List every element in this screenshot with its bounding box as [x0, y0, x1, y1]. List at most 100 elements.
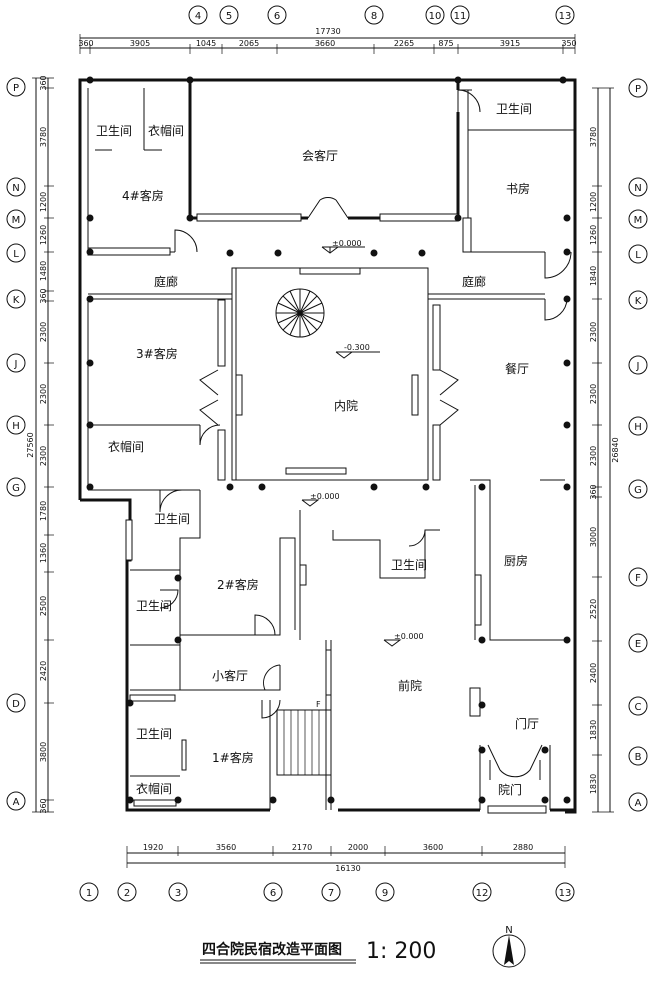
- axis-bubble: 12: [476, 888, 489, 899]
- left-dim: 2500: [39, 596, 48, 616]
- left-dim: 2300: [39, 384, 48, 404]
- room-label-guest-room-1: 1#客房: [212, 750, 254, 765]
- axis-bubble: G: [12, 483, 20, 494]
- axis-bubble: P: [635, 84, 641, 95]
- axis-bubble: G: [634, 485, 642, 496]
- room-label-cloakroom-nw: 衣帽间: [148, 123, 184, 138]
- drawing-title-block: 四合院民宿改造平面图 1: 200: [200, 939, 436, 964]
- room-label-bathroom-sw: 卫生间: [136, 599, 172, 613]
- top-dim-4: 2065: [239, 39, 259, 48]
- room-label-study: 书房: [506, 181, 530, 196]
- axis-bubble: K: [13, 295, 20, 306]
- left-dim: 360: [39, 288, 48, 303]
- right-dim: 360: [589, 484, 598, 499]
- room-label-front-yard: 前院: [398, 678, 422, 693]
- axis-bubble: M: [12, 215, 21, 226]
- level-upper: ±0.000: [332, 239, 362, 248]
- top-dim-5: 3660: [315, 39, 335, 48]
- bottom-dim: 2000: [348, 843, 368, 852]
- axis-bubble: J: [636, 361, 640, 372]
- left-dim: 3800: [39, 742, 48, 762]
- axis-bubble: L: [635, 250, 641, 261]
- top-dim-3: 1045: [196, 39, 216, 48]
- axis-bubble: 11: [454, 11, 467, 22]
- axis-bubble: M: [634, 215, 643, 226]
- room-label-corridor-e: 庭廊: [462, 274, 486, 289]
- axis-bubble: 9: [382, 888, 388, 899]
- axis-bubble: 13: [559, 11, 572, 22]
- drawing-scale: 1: 200: [366, 939, 436, 964]
- room-label-inner-yard: 内院: [334, 399, 358, 413]
- top-dim-9: 350: [561, 39, 576, 48]
- room-label-guest-room-2: 2#客房: [217, 577, 259, 592]
- axis-bubble: P: [13, 83, 19, 94]
- tree-symbol: [275, 288, 325, 338]
- right-axis-markers: P N M L K J H G F E C B A: [628, 78, 648, 812]
- axis-bubble: C: [635, 702, 642, 713]
- bottom-dim: 3560: [216, 843, 236, 852]
- axis-bubble: J: [14, 359, 18, 370]
- right-dim: 2520: [589, 599, 598, 619]
- right-dim: 2300: [589, 322, 598, 342]
- axis-bubble: A: [13, 797, 20, 808]
- left-total-dim: 27560: [26, 432, 35, 457]
- room-label-cloakroom-w: 衣帽间: [108, 439, 144, 454]
- axis-bubble: N: [12, 183, 19, 194]
- room-labels: 卫生间 衣帽间 4#客房 会客厅 卫生间 书房 庭廊 庭廊 3#客房 内院 餐厅…: [96, 102, 539, 797]
- right-dimension-chain: 26840 3780 1200 1260 1840 2300 2300 2300…: [589, 87, 620, 813]
- right-dim: 1840: [589, 266, 598, 286]
- room-label-bathroom-w: 卫生间: [154, 512, 190, 526]
- room-label-cloakroom-s: 衣帽间: [136, 781, 172, 796]
- right-dim: 1830: [589, 774, 598, 794]
- windows: [87, 213, 547, 814]
- axis-bubble: 13: [559, 888, 572, 899]
- left-dim: 3780: [39, 127, 48, 147]
- left-dim: 2420: [39, 661, 48, 681]
- right-dim: 1200: [589, 192, 598, 212]
- axis-bubble: 6: [270, 888, 276, 899]
- right-dim: 2300: [589, 384, 598, 404]
- axis-bubble: B: [635, 752, 642, 763]
- bottom-total-dim: 16130: [335, 864, 360, 873]
- left-dim: 360: [39, 75, 48, 90]
- room-label-meeting-hall: 会客厅: [302, 148, 338, 163]
- left-axis-markers: P N M L K J H G D A: [6, 77, 26, 811]
- north-label: N: [505, 925, 512, 936]
- top-dimension-chain: 17730 360 3905 1045 2065 3660 2265 875 3…: [78, 27, 577, 54]
- stair-label: F: [316, 700, 321, 709]
- room-label-guest-room-4: 4#客房: [122, 188, 164, 203]
- room-label-guest-room-3: 3#客房: [136, 346, 178, 361]
- axis-bubble: D: [12, 699, 20, 710]
- bottom-dimension-chain: 1920 3560 2170 2000 3600 2880 16130: [126, 843, 566, 873]
- left-dim: 1260: [39, 225, 48, 245]
- axis-bubble: F: [635, 573, 641, 584]
- left-dim: 1480: [39, 261, 48, 281]
- top-dim-6: 2265: [394, 39, 414, 48]
- room-label-gate: 院门: [498, 782, 522, 797]
- room-label-foyer: 门厅: [515, 716, 539, 731]
- level-yard: -0.300: [344, 343, 370, 352]
- axis-bubble: A: [635, 798, 642, 809]
- left-dimension-chain: 27560 360 3780 1200 1260 1480 360 2300 2…: [26, 75, 54, 814]
- right-total-dim: 26840: [611, 437, 620, 462]
- drawing-title: 四合院民宿改造平面图: [202, 941, 342, 958]
- left-dim: 1200: [39, 192, 48, 212]
- top-dim-7: 875: [438, 39, 453, 48]
- axis-bubble: L: [13, 249, 19, 260]
- axis-bubble: 7: [328, 888, 334, 899]
- axis-bubble: 6: [274, 11, 280, 22]
- top-axis-markers: 4 5 6 8 10 11 13: [188, 5, 575, 25]
- bottom-dim: 1920: [143, 843, 163, 852]
- room-label-small-lounge: 小客厅: [212, 668, 248, 683]
- right-dim: 1260: [589, 225, 598, 245]
- top-dim-1: 360: [78, 39, 93, 48]
- axis-bubble: H: [12, 421, 20, 432]
- room-label-bathroom-s: 卫生间: [136, 727, 172, 741]
- right-dim: 3780: [589, 127, 598, 147]
- room-label-bathroom-nw: 卫生间: [96, 124, 132, 138]
- left-dim: 2300: [39, 446, 48, 466]
- level-markers: ±0.000 -0.300 ±0.000 ±0.000: [301, 239, 424, 647]
- left-dim: 1360: [39, 543, 48, 563]
- left-dim: 1780: [39, 501, 48, 521]
